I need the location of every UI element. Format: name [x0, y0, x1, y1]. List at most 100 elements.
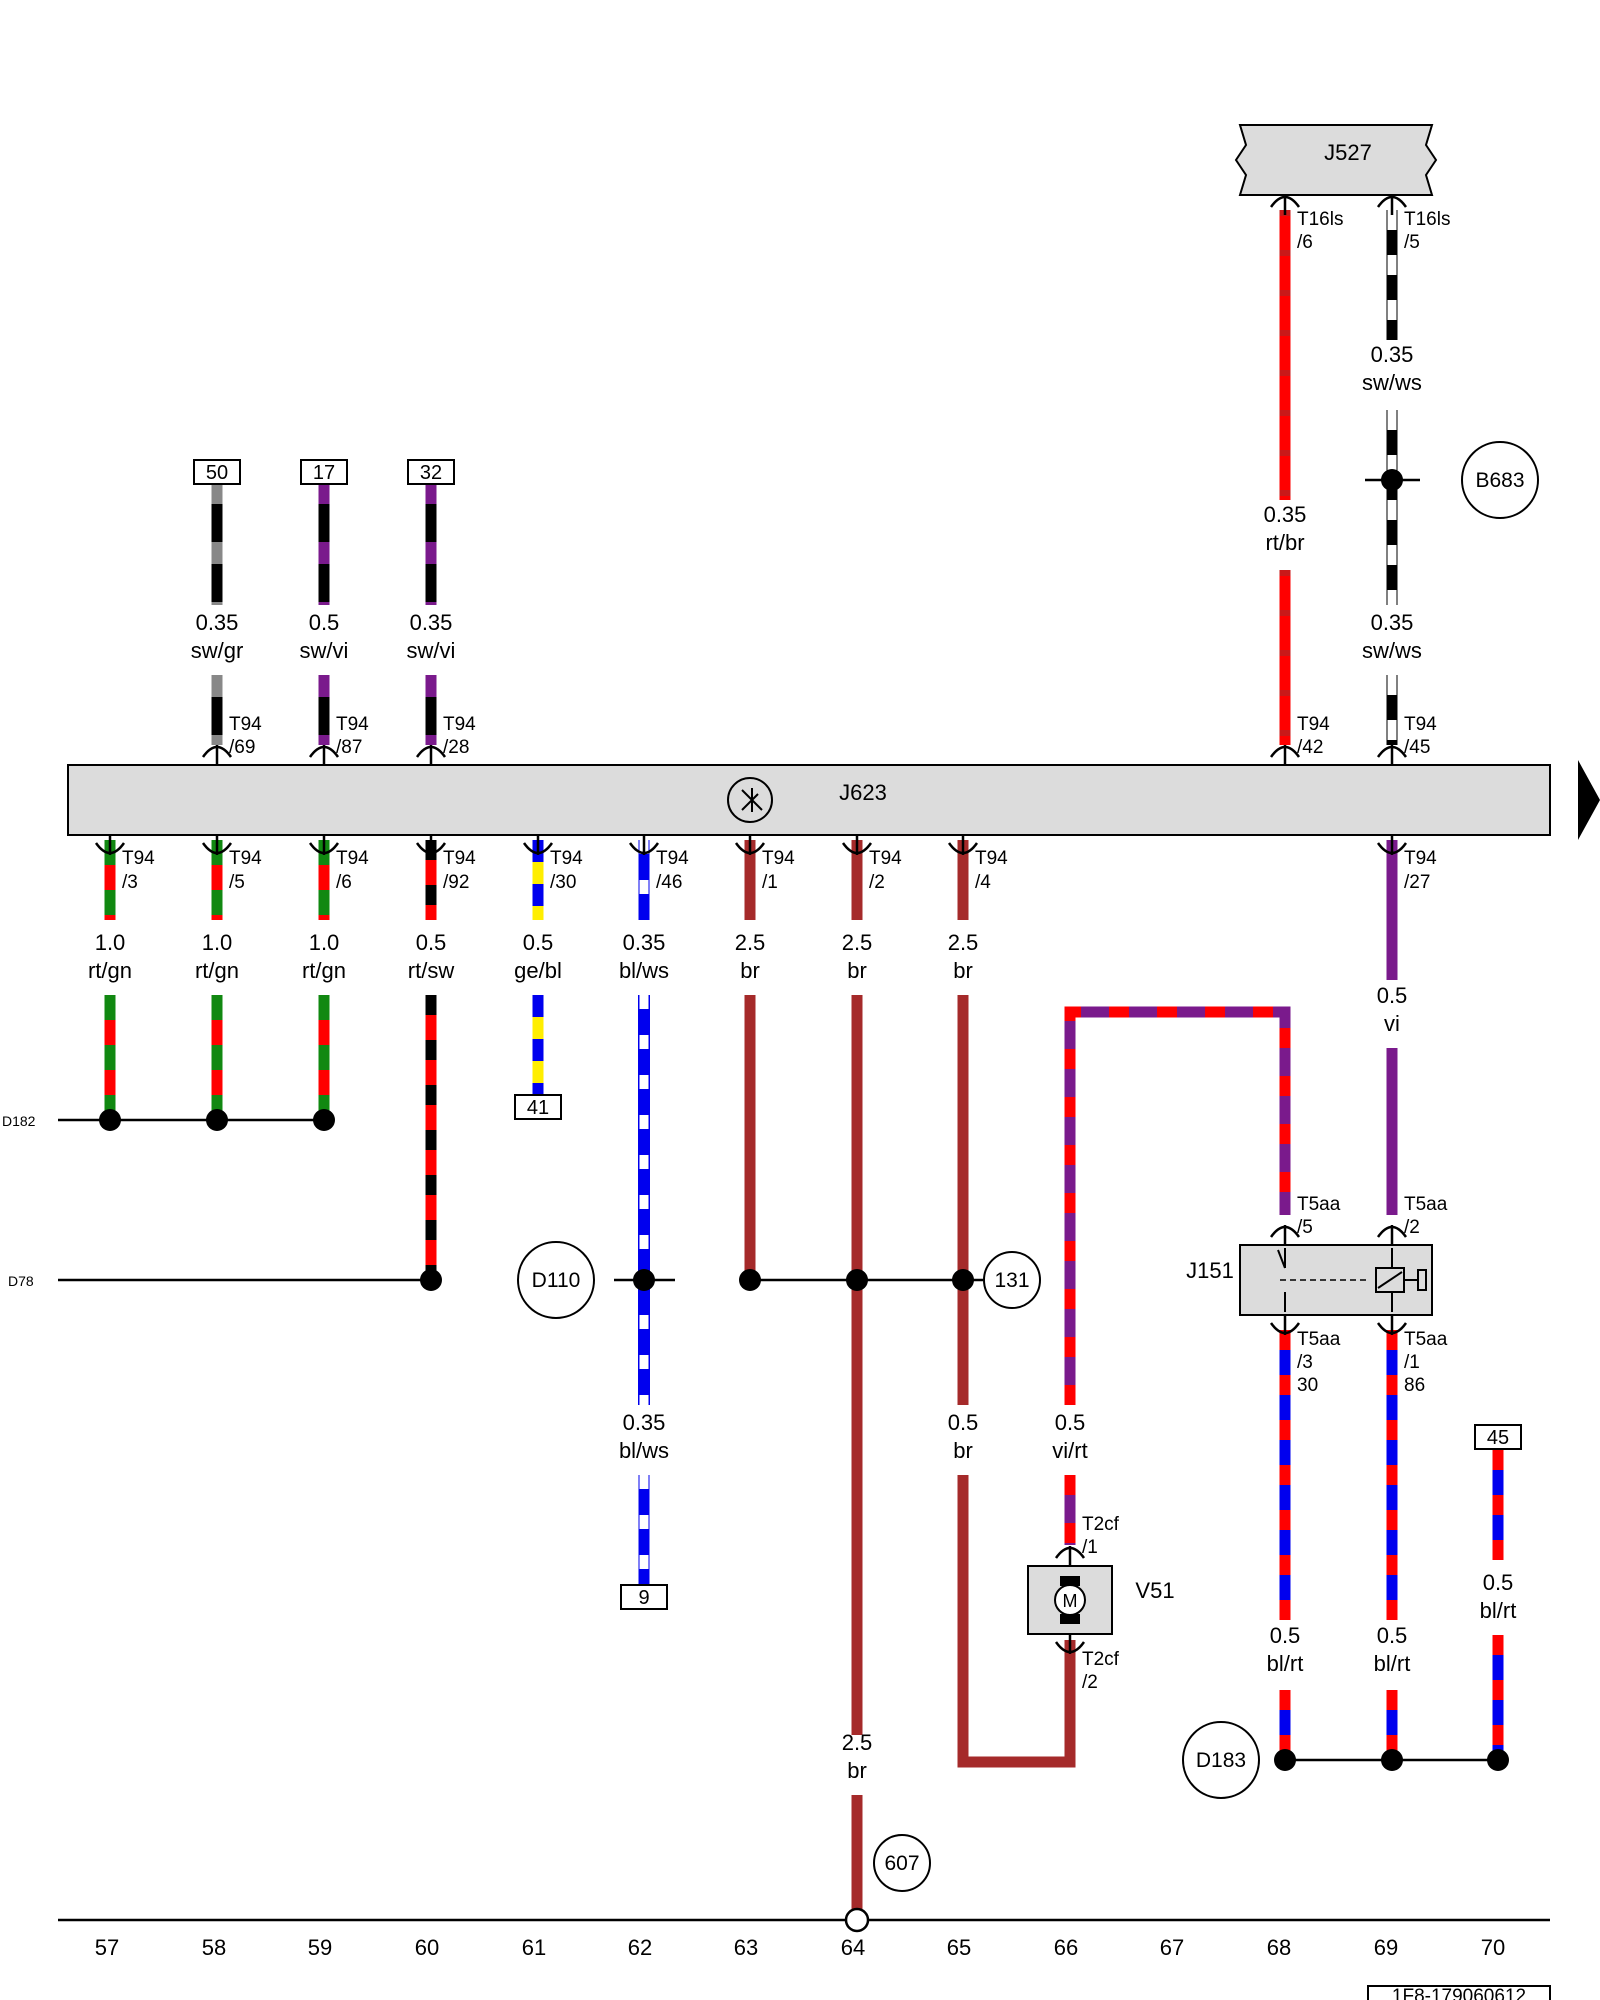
wire-66-stripe [1064, 1006, 1291, 1405]
pin-label: T94 [122, 848, 155, 869]
column-number: 63 [734, 1935, 758, 1960]
column-number: 62 [628, 1935, 652, 1960]
column-number: 66 [1054, 1935, 1078, 1960]
junction-dot [1381, 469, 1403, 491]
pin-label: /1 [1404, 1352, 1420, 1373]
relay-coil-icon [1375, 1248, 1427, 1312]
wire-size-label: 0.5 [309, 610, 340, 635]
pin-label: T94 [443, 714, 476, 735]
pin-hook-icon [522, 835, 554, 855]
pin-label: /2 [1082, 1672, 1098, 1693]
ref-131-label: 131 [994, 1269, 1029, 1292]
wire-color-label: sw/gr [191, 638, 244, 663]
column-number: 67 [1160, 1935, 1184, 1960]
j623-label: J623 [839, 780, 887, 805]
pin-label: /5 [1404, 232, 1420, 253]
doc-id: 1F8-179060612 [1392, 1986, 1526, 2000]
wire-size-label: 0.5 [523, 930, 554, 955]
wire-color-label: br [740, 958, 760, 983]
pin-label: /5 [229, 872, 245, 893]
wire-size-label: 0.5 [416, 930, 447, 955]
pin-label: /42 [1297, 737, 1323, 758]
wire-size-label: 2.5 [735, 930, 766, 955]
pin-hook-icon [1376, 745, 1408, 765]
wire-color-label: vi [1384, 1011, 1400, 1036]
pin-label: 86 [1404, 1375, 1425, 1396]
wire-size-label: 0.35 [1264, 502, 1307, 527]
wire-size-label: 0.35 [1371, 342, 1414, 367]
pin-label: T2cf [1082, 1514, 1120, 1535]
wire-color-label: br [953, 958, 973, 983]
column-number: 60 [415, 1935, 439, 1960]
bus-label-d182: D182 [2, 1113, 36, 1129]
bus-label-d78: D78 [8, 1273, 34, 1289]
v51-label: V51 [1135, 1578, 1174, 1603]
pin-label: T94 [336, 848, 369, 869]
ref-d110-label: D110 [532, 1269, 581, 1292]
ref-607 [873, 1834, 931, 1892]
svg-text:M: M [1063, 1591, 1078, 1611]
junction-dot [633, 1269, 655, 1291]
ref-d110 [517, 1241, 595, 1319]
wire-size-label: 2.5 [842, 930, 873, 955]
wire-color-label: sw/ws [1362, 638, 1422, 663]
pin-hook-icon [415, 745, 447, 765]
wire-color-label: bl/ws [619, 958, 669, 983]
wire-size-label: 1.0 [309, 930, 340, 955]
pin-label: /4 [975, 872, 991, 893]
pin-label: /87 [336, 737, 362, 758]
column-number: 70 [1481, 1935, 1505, 1960]
pin-hook-icon [734, 835, 766, 855]
pin-label: T94 [1297, 714, 1330, 735]
wire-size-label: 0.5 [1377, 1623, 1408, 1648]
pin-label: /1 [1082, 1537, 1098, 1558]
pin-label: T5aa [1404, 1194, 1448, 1215]
pin-hook-icon [1269, 745, 1301, 765]
ref-d183-label: D183 [1196, 1749, 1246, 1772]
component-j151[interactable]: J151 [1186, 1244, 1433, 1316]
wire-color-label: bl/rt [1480, 1598, 1517, 1623]
wire-size-label: 0.5 [1270, 1623, 1301, 1648]
column-number: 69 [1374, 1935, 1398, 1960]
wire-color-label: vi/rt [1052, 1438, 1087, 1463]
pin-hook-icon [308, 835, 340, 855]
column-number: 68 [1267, 1935, 1291, 1960]
pin-hook-icon [1269, 1225, 1301, 1245]
column-number: 61 [522, 1935, 546, 1960]
j527-label: J527 [1324, 140, 1372, 165]
pin-hook-icon [201, 745, 233, 765]
ref-box-32 [407, 459, 455, 485]
wire-color-label: bl/ws [619, 1438, 669, 1463]
junction-dot [313, 1109, 335, 1131]
pin-hook-icon [841, 835, 873, 855]
component-j623[interactable]: J623 [67, 764, 1551, 836]
component-j527[interactable]: J527 [1234, 124, 1438, 196]
wire-size-label: 1.0 [202, 930, 233, 955]
wire-size-label: 0.5 [1055, 1410, 1086, 1435]
pin-label: /3 [122, 872, 138, 893]
ref-131 [983, 1251, 1041, 1309]
ref-607-label: 607 [884, 1852, 919, 1875]
pin-label: /6 [336, 872, 352, 893]
pin-label: T94 [443, 848, 476, 869]
pin-label: T5aa [1404, 1329, 1448, 1350]
ref-b683 [1461, 441, 1539, 519]
ref-box-45-label: 45 [1487, 1427, 1509, 1449]
wire-color-label: br [953, 1438, 973, 1463]
pin-label: T94 [1404, 714, 1437, 735]
pin-label: T94 [975, 848, 1008, 869]
ref-box-17 [300, 459, 348, 485]
wire-62-outline [638, 995, 650, 1405]
wire-color-label: bl/rt [1374, 1651, 1411, 1676]
wire-color-label: br [847, 958, 867, 983]
wire-color-label: rt/gn [302, 958, 346, 983]
pin-label: T5aa [1297, 1194, 1341, 1215]
pin-hook-icon [1376, 1315, 1408, 1335]
pin-hooks [94, 195, 1408, 1654]
component-v51[interactable]: M V51 [1027, 1565, 1175, 1635]
ecu-symbol-icon [727, 777, 773, 823]
wire-size-label: 0.35 [410, 610, 453, 635]
pin-label: T94 [656, 848, 689, 869]
pin-label: T2cf [1082, 1649, 1120, 1670]
pin-hook-icon [308, 745, 340, 765]
